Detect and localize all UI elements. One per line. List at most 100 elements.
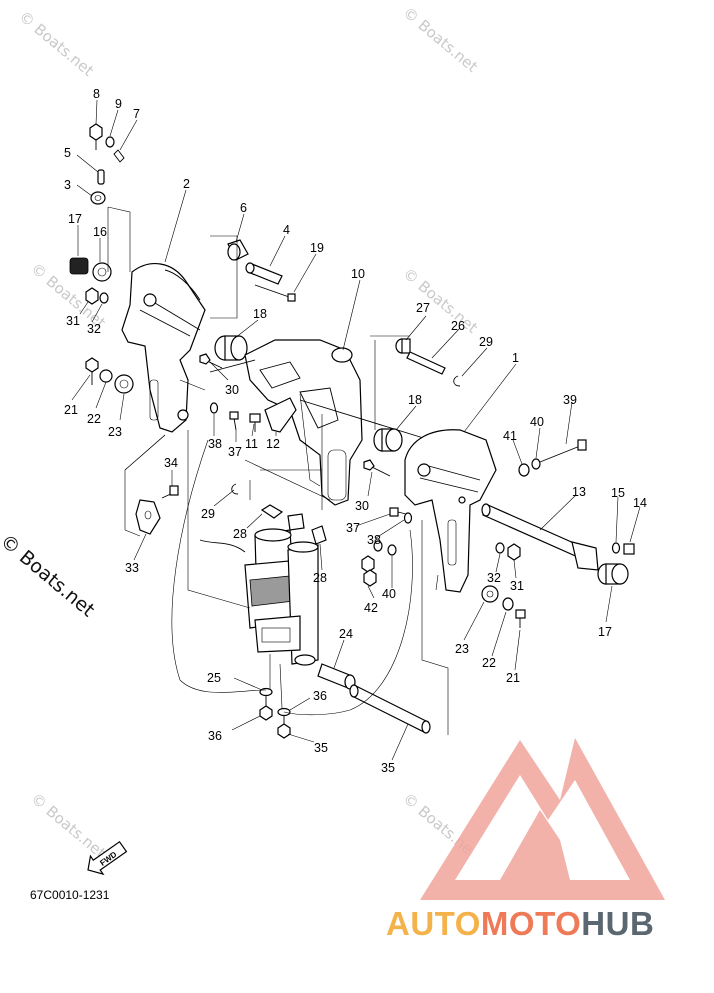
washer-38-mid bbox=[373, 540, 383, 552]
callout-24: 24 bbox=[339, 627, 353, 641]
sleeve-24 bbox=[317, 663, 356, 690]
watermark-mid-right: © Boats.net bbox=[399, 264, 481, 337]
washer-9 bbox=[105, 136, 115, 148]
callout-40-upper: 40 bbox=[530, 415, 544, 429]
callout-38-left: 38 bbox=[208, 437, 222, 451]
diagram-code: 67C0010-1231 bbox=[30, 888, 110, 902]
callout-2: 2 bbox=[183, 177, 190, 191]
callout-16: 16 bbox=[93, 225, 107, 239]
callout-29-left: 29 bbox=[201, 507, 215, 521]
callout-37-left: 37 bbox=[228, 445, 242, 459]
callout-28-right: 28 bbox=[313, 571, 327, 585]
callout-12: 12 bbox=[266, 437, 280, 451]
callout-34: 34 bbox=[164, 456, 178, 470]
bolt-37-left bbox=[229, 411, 239, 431]
bushing-16 bbox=[92, 262, 112, 282]
automotohub-logo-mark bbox=[420, 738, 665, 900]
anode-33 bbox=[135, 499, 161, 535]
watermark-top-right: © Boats.net bbox=[399, 3, 481, 76]
callout-17-right: 17 bbox=[598, 625, 612, 639]
washer-38-left bbox=[209, 402, 219, 414]
bolt-21-left bbox=[85, 357, 99, 385]
link-28-mid bbox=[287, 513, 305, 531]
pin-28-left bbox=[260, 504, 284, 519]
washer-22-right bbox=[502, 597, 514, 611]
callout-38-right: 38 bbox=[367, 533, 381, 547]
clip-29-left bbox=[231, 483, 239, 495]
callout-19: 19 bbox=[310, 241, 324, 255]
callout-labels: 8 9 7 5 3 2 17 16 31 32 6 4 19 10 18 21 … bbox=[64, 87, 647, 775]
callout-41: 41 bbox=[503, 429, 517, 443]
grease-nipple-11 bbox=[249, 413, 261, 432]
nut-17-right bbox=[597, 563, 629, 585]
callout-3: 3 bbox=[64, 178, 71, 192]
collar-6 bbox=[227, 239, 249, 261]
callout-18-right: 18 bbox=[408, 393, 422, 407]
callout-30-upper: 30 bbox=[225, 383, 239, 397]
bushing-3 bbox=[90, 191, 106, 205]
callout-11: 11 bbox=[245, 437, 258, 451]
callout-23-left: 23 bbox=[108, 425, 122, 439]
callout-1: 1 bbox=[512, 351, 519, 365]
pin-5 bbox=[97, 169, 105, 185]
callout-18-left: 18 bbox=[253, 307, 267, 321]
washer-41 bbox=[518, 463, 530, 477]
callout-31-left: 31 bbox=[66, 314, 80, 328]
bolt-19 bbox=[254, 284, 296, 302]
nut-17-left bbox=[69, 257, 89, 275]
washer-40-lower bbox=[387, 544, 397, 556]
pin-28-right bbox=[311, 525, 327, 545]
callout-22-right: 22 bbox=[482, 656, 496, 670]
bushing-23-right bbox=[481, 585, 499, 603]
callout-39: 39 bbox=[563, 393, 577, 407]
callout-27: 27 bbox=[416, 301, 430, 315]
bolt-35-upper bbox=[259, 696, 273, 721]
washer-32-left bbox=[99, 292, 109, 304]
nut-31-right bbox=[507, 543, 521, 561]
callout-7: 7 bbox=[133, 107, 140, 121]
callout-21-left: 21 bbox=[64, 403, 78, 417]
bolt-14 bbox=[623, 543, 635, 555]
callout-32-left: 32 bbox=[87, 322, 101, 336]
callout-10: 10 bbox=[351, 267, 365, 281]
callout-25: 25 bbox=[207, 671, 221, 685]
callout-23-right: 23 bbox=[455, 642, 469, 656]
svg-text:© Boats.net: © Boats.net bbox=[399, 264, 481, 337]
callout-36: 36 bbox=[313, 689, 327, 703]
callout-15: 15 bbox=[611, 486, 625, 500]
washer-15 bbox=[611, 542, 621, 554]
washer-38-right bbox=[403, 512, 413, 524]
shaft-26 bbox=[406, 351, 446, 375]
callout-33: 33 bbox=[125, 561, 139, 575]
callout-35-upper: 36 bbox=[208, 729, 222, 743]
callout-35-lower: 35 bbox=[314, 741, 328, 755]
callout-40-lower: 40 bbox=[382, 587, 396, 601]
callout-30-lower: 30 bbox=[355, 499, 369, 513]
callout-13: 13 bbox=[572, 485, 586, 499]
clip-29-right bbox=[453, 375, 461, 387]
logo-part-hub: HUB bbox=[581, 905, 655, 942]
svg-text:© Boats.net: © Boats.net bbox=[15, 7, 97, 80]
bushing-23-left bbox=[114, 374, 134, 394]
callout-32-right: 32 bbox=[487, 571, 501, 585]
bushing-18-left bbox=[214, 335, 248, 361]
watermark-top-left: © Boats.net bbox=[15, 7, 97, 80]
bolt-34 bbox=[161, 485, 179, 499]
bolt-35-lower bbox=[277, 716, 291, 739]
nut-42 bbox=[361, 555, 377, 587]
bolt-39 bbox=[539, 439, 587, 463]
callout-42: 42 bbox=[364, 601, 378, 615]
cotter-pin-7 bbox=[113, 149, 125, 163]
power-tilt-unit bbox=[199, 528, 319, 666]
bolt-8 bbox=[89, 123, 103, 150]
callout-9: 9 bbox=[115, 97, 122, 111]
tilt-tube-13 bbox=[481, 503, 599, 571]
callout-6: 6 bbox=[240, 201, 247, 215]
logo-part-auto: AUTO bbox=[386, 905, 481, 942]
callout-31-right: 31 bbox=[510, 579, 524, 593]
leader-lines bbox=[71, 99, 641, 761]
washer-32-right bbox=[495, 542, 505, 554]
callout-26: 26 bbox=[451, 319, 465, 333]
logo-part-moto: MOTO bbox=[480, 905, 582, 942]
